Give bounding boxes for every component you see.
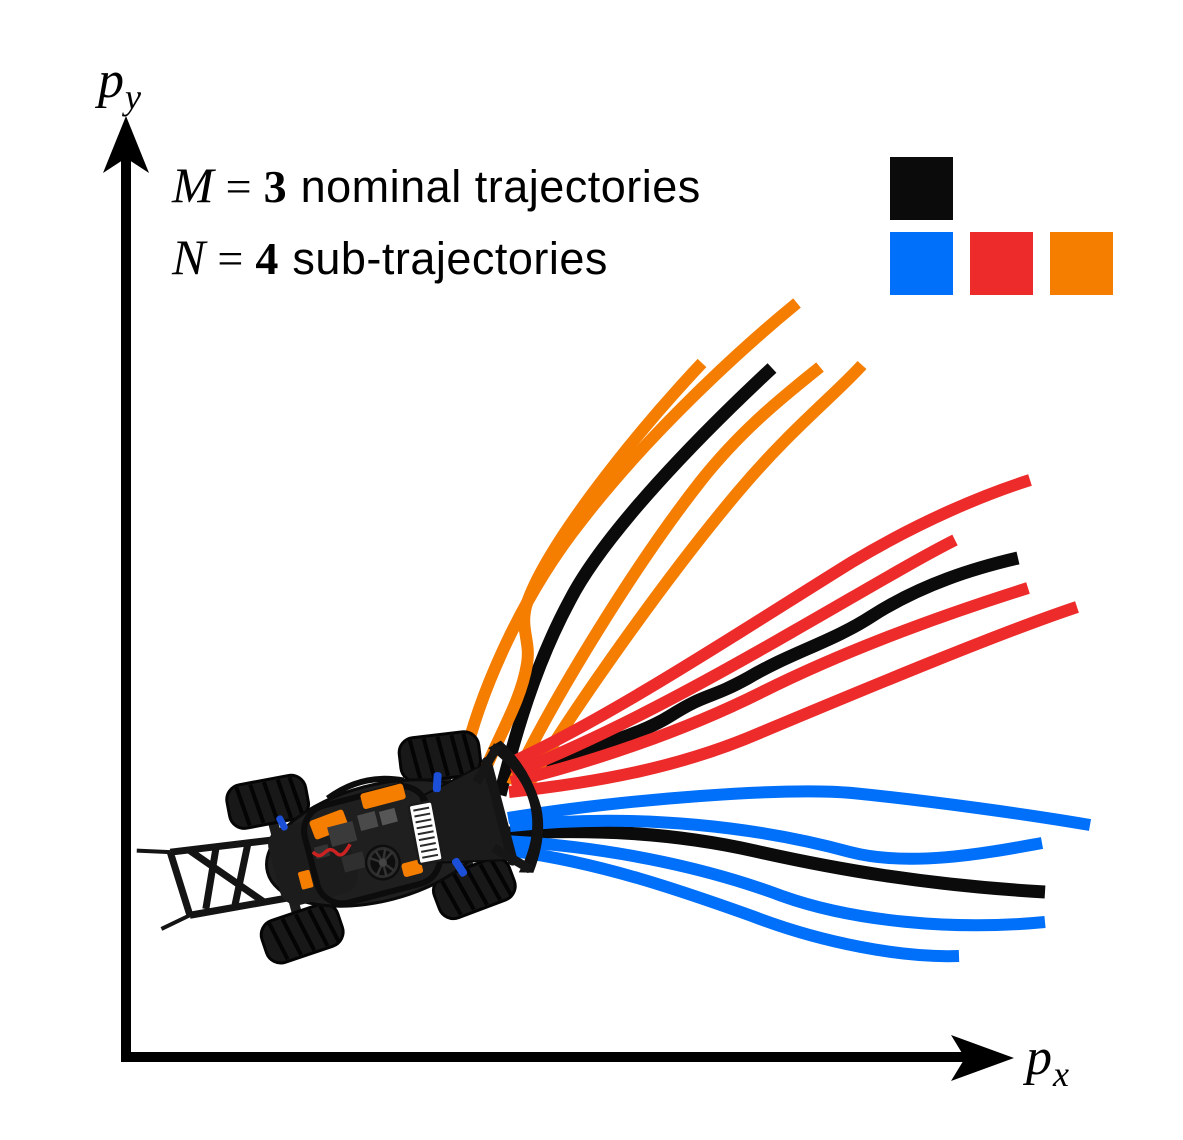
sub-trajectory-orange-4 (522, 360, 867, 789)
car-electronics (313, 807, 398, 873)
sub-trajectory-blue-3 (502, 835, 1046, 932)
legend-swatch-blue (890, 232, 953, 295)
y-axis-label: py (98, 52, 141, 117)
sub-trajectory-red-4 (508, 601, 1079, 798)
car-white-heatsink (407, 800, 444, 866)
nominal-trajectory-red-bundle (513, 551, 1020, 777)
sub-trajectory-red-1 (507, 474, 1032, 769)
y-axis-line (121, 150, 131, 1062)
car-front-fin (472, 740, 544, 874)
nominal-trajectory-orange-bundle (493, 363, 777, 797)
sub-trajectory-blue-1 (507, 785, 1092, 831)
sub-trajectory-blue-2 (509, 814, 1044, 865)
axes (103, 116, 1014, 1081)
trajectory-layer (452, 298, 1092, 963)
car-orange-accents (298, 783, 424, 890)
sub-trajectory-red-3 (509, 582, 1030, 788)
nominal-trajectory-blue-bundle (491, 825, 1046, 899)
car-red-wire (311, 843, 352, 858)
sub-trajectory-blue-4 (512, 845, 960, 963)
y-axis-arrowhead-icon (103, 116, 149, 173)
x-axis-label: px (1026, 1029, 1069, 1094)
x-axis-arrowhead-icon (951, 1035, 1014, 1081)
car-fan (364, 844, 401, 881)
legend-swatch-orange (1050, 232, 1113, 295)
legend-swatch-nominal (890, 157, 953, 220)
car-wheel-rear-right (255, 897, 350, 970)
car-rear-truss (136, 836, 288, 931)
sub-trajectory-orange-2 (469, 358, 707, 798)
sub-trajectory-red-2 (509, 534, 958, 779)
rc-car-image (136, 728, 544, 970)
sub-trajectory-orange-3 (506, 362, 824, 788)
car-blue-shocks (276, 772, 468, 877)
legend-swatch-red (970, 232, 1033, 295)
x-axis-line (121, 1052, 967, 1062)
sub-trajectory-orange-1 (452, 298, 801, 791)
